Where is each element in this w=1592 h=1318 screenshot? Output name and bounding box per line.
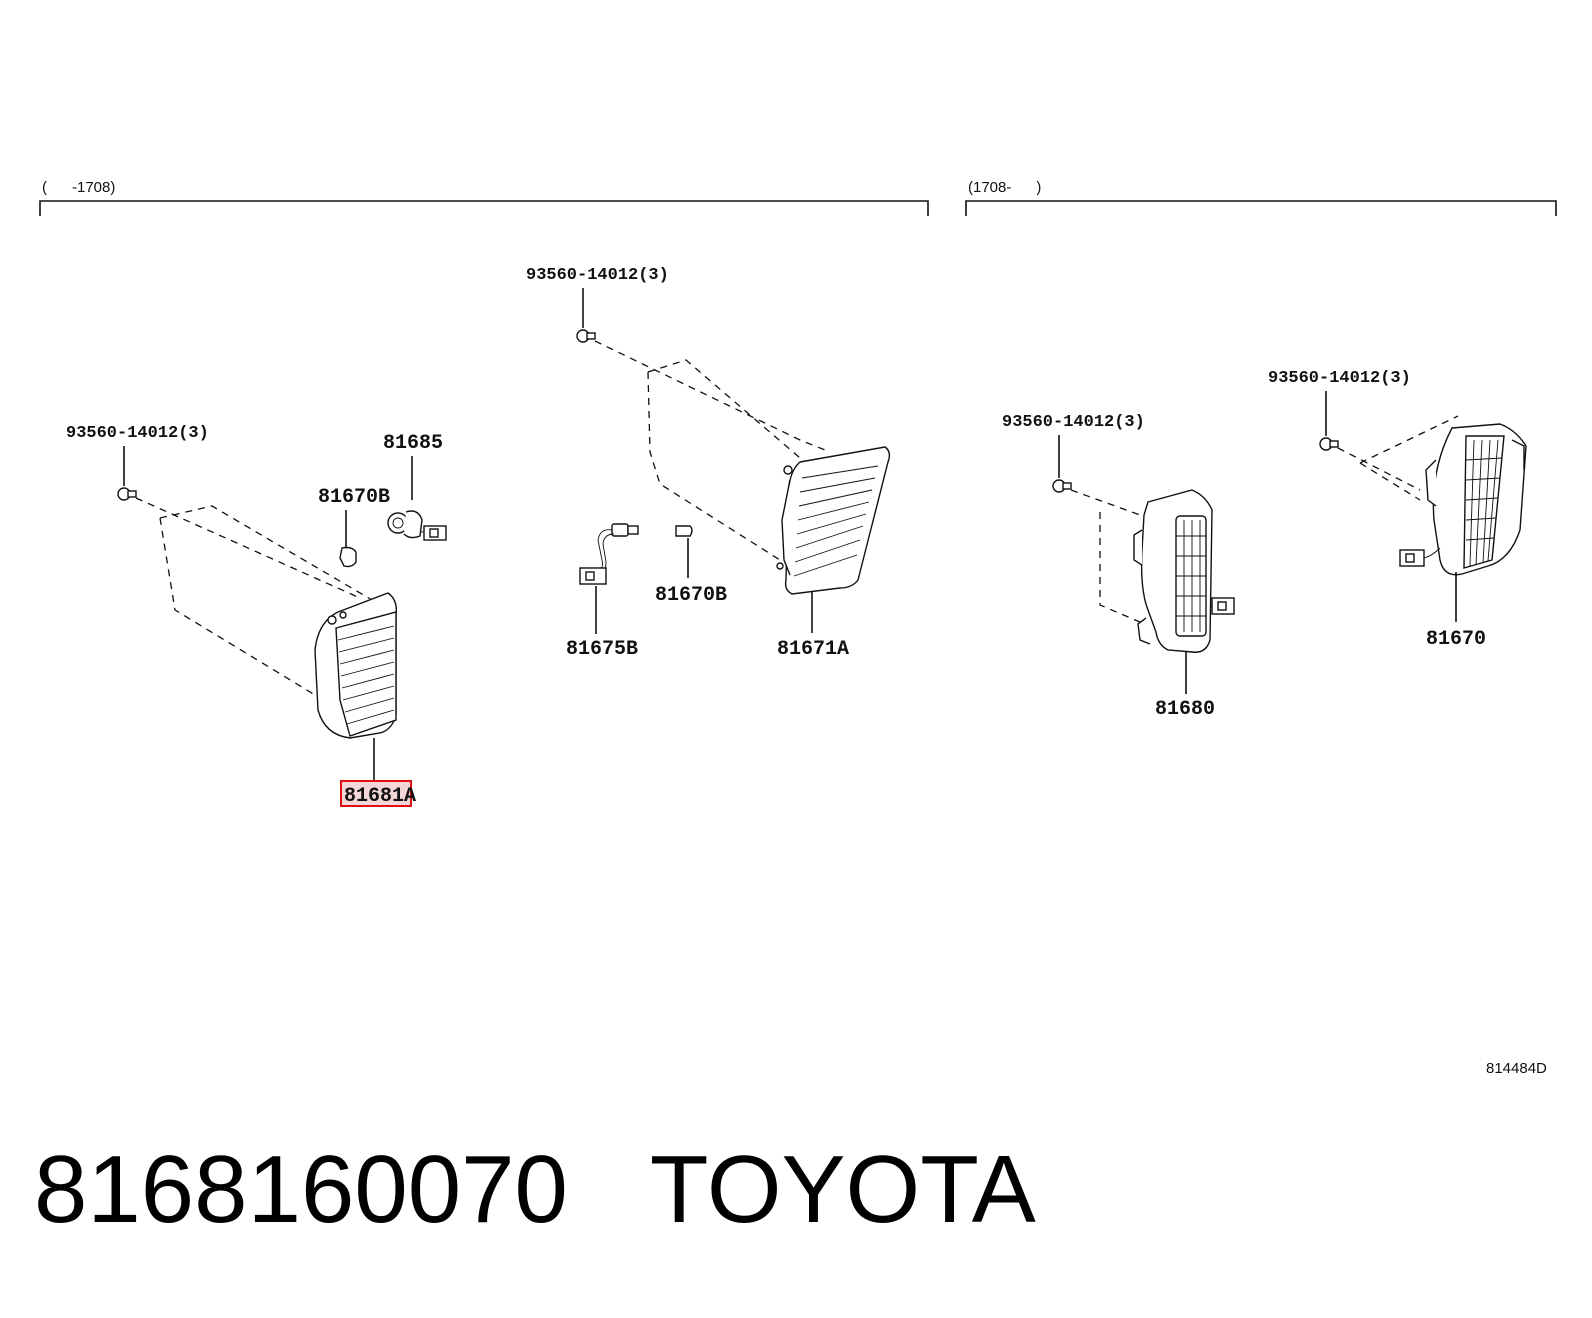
screw-top-icon [576,329,596,343]
lamp-81681A [314,592,398,739]
screw-mid-right-icon [1052,479,1072,493]
label-81680[interactable]: 81680 [1155,698,1215,721]
bulb-81670B-mid [675,525,693,537]
label-81675B[interactable]: 81675B [566,638,638,661]
label-screw-top[interactable]: 93560-14012(3) [526,266,669,285]
illustration-id: 814484D [1486,1060,1547,1077]
lamp-81670 [1399,423,1527,576]
label-screw-mid-right[interactable]: 93560-14012(3) [1002,413,1145,432]
screw-right-group: 93560-14012(3) [1268,369,1411,451]
label-screw-left[interactable]: 93560-14012(3) [66,424,209,443]
highlight-box [340,780,412,807]
footer-part-number: 8168160070 [34,1136,568,1243]
footer: 8168160070 TOYOTA [34,1140,1036,1250]
range-label-right: (1708- ) [968,179,1041,196]
screw-left-icon [117,487,137,501]
label-81670B-left[interactable]: 81670B [318,486,390,509]
label-81670B-mid[interactable]: 81670B [655,584,727,607]
footer-brand: TOYOTA [649,1136,1036,1243]
label-81681A[interactable]: 81681A [344,785,416,808]
range-label-left: ( -1708) [42,179,115,196]
label-screw-right[interactable]: 93560-14012(3) [1268,369,1411,388]
screw-left-group: 93560-14012(3) [66,424,209,501]
range-bracket-right: (1708- ) [965,179,1557,216]
range-bracket-left: ( -1708) [39,179,929,216]
socket-81685 [387,510,447,541]
label-81685[interactable]: 81685 [383,432,443,455]
screw-mid-right-group: 93560-14012(3) [1002,413,1145,493]
lamp-81671A [776,446,891,595]
label-81670[interactable]: 81670 [1426,628,1486,651]
harness-81675B [579,523,639,585]
label-81671A[interactable]: 81671A [777,638,849,661]
screw-right-icon [1319,437,1339,451]
bulb-81670B-left [339,546,357,568]
lamp-81680 [1133,489,1235,653]
screw-top-group: 93560-14012(3) [526,266,669,343]
